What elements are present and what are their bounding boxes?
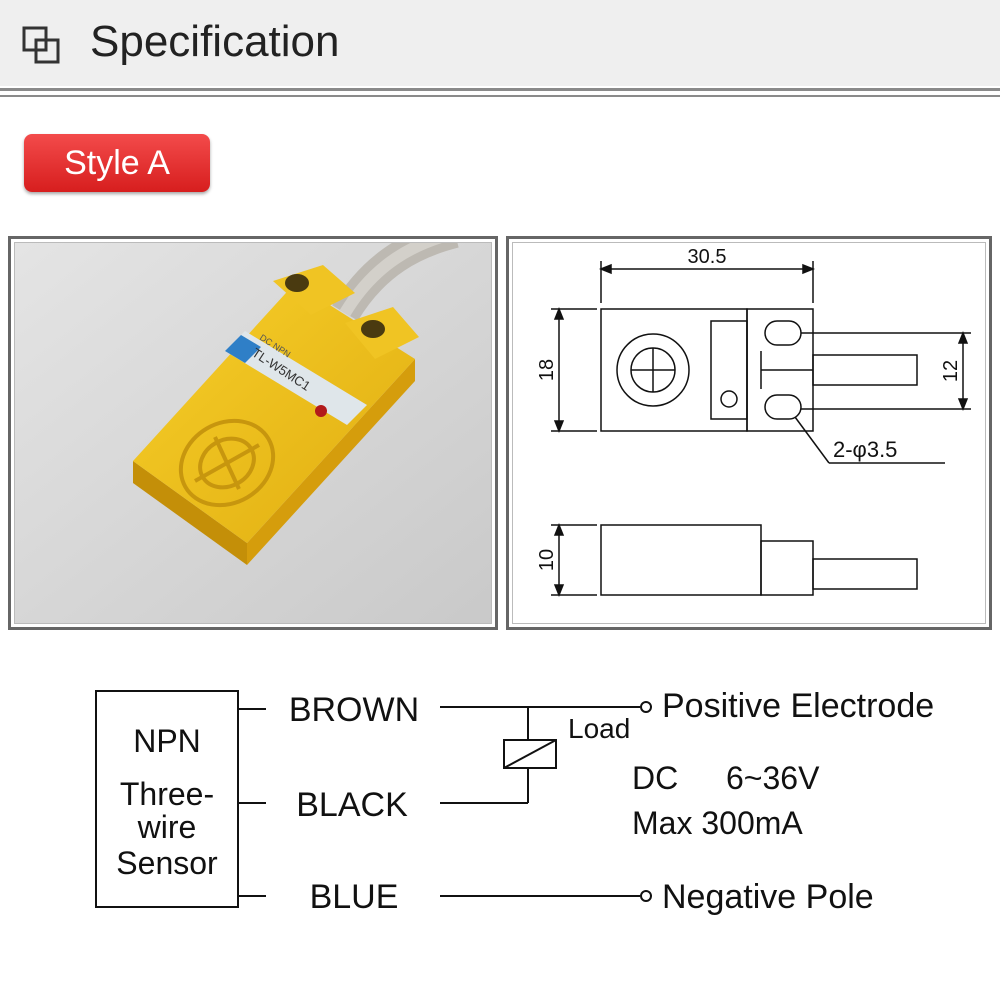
load-label: Load xyxy=(568,713,630,744)
dimension-drawing-panel: 30.5 18 12 2-φ3.5 xyxy=(506,236,992,630)
wire-black-label: BLACK xyxy=(296,786,408,824)
sensor-box xyxy=(95,690,239,908)
wire-blue-label: BLUE xyxy=(310,878,399,916)
dc-label: DC xyxy=(632,760,678,796)
wiring-diagram: NPN Three- wire Sensor BROWN Positive El… xyxy=(95,687,934,916)
dim-width-label: 30.5 xyxy=(688,246,727,268)
header-divider xyxy=(0,88,1000,91)
header-bar xyxy=(0,0,1000,86)
product-photo: TL-W5MC1 DC NPN xyxy=(15,243,491,623)
max-current: Max 300mA xyxy=(632,805,803,841)
dim-hole-spacing-label: 12 xyxy=(940,360,962,382)
dim-thickness-label: 10 xyxy=(536,549,558,571)
sensor-desc-3: Sensor xyxy=(116,845,218,881)
dim-height-label: 18 xyxy=(536,359,558,381)
positive-electrode-label: Positive Electrode xyxy=(662,687,934,725)
wire-brown-label: BROWN xyxy=(289,691,419,729)
negative-pole-label: Negative Pole xyxy=(662,878,874,916)
page-title: Specification xyxy=(90,17,340,66)
header-divider-secondary xyxy=(0,95,1000,97)
sensor-type: NPN xyxy=(133,723,201,759)
sensor-desc-1: Three- xyxy=(120,776,214,812)
product-photo-panel: TL-W5MC1 DC NPN xyxy=(8,236,498,630)
voltage-range: 6~36V xyxy=(726,760,820,796)
overlap-squares-icon xyxy=(22,26,60,64)
dimension-drawing: 30.5 18 12 2-φ3.5 xyxy=(536,246,971,598)
dim-holes-label: 2-φ3.5 xyxy=(833,437,897,462)
style-badge: Style A xyxy=(24,134,210,192)
sensor-desc-2: wire xyxy=(137,809,197,845)
load-relay-coil xyxy=(503,739,557,769)
